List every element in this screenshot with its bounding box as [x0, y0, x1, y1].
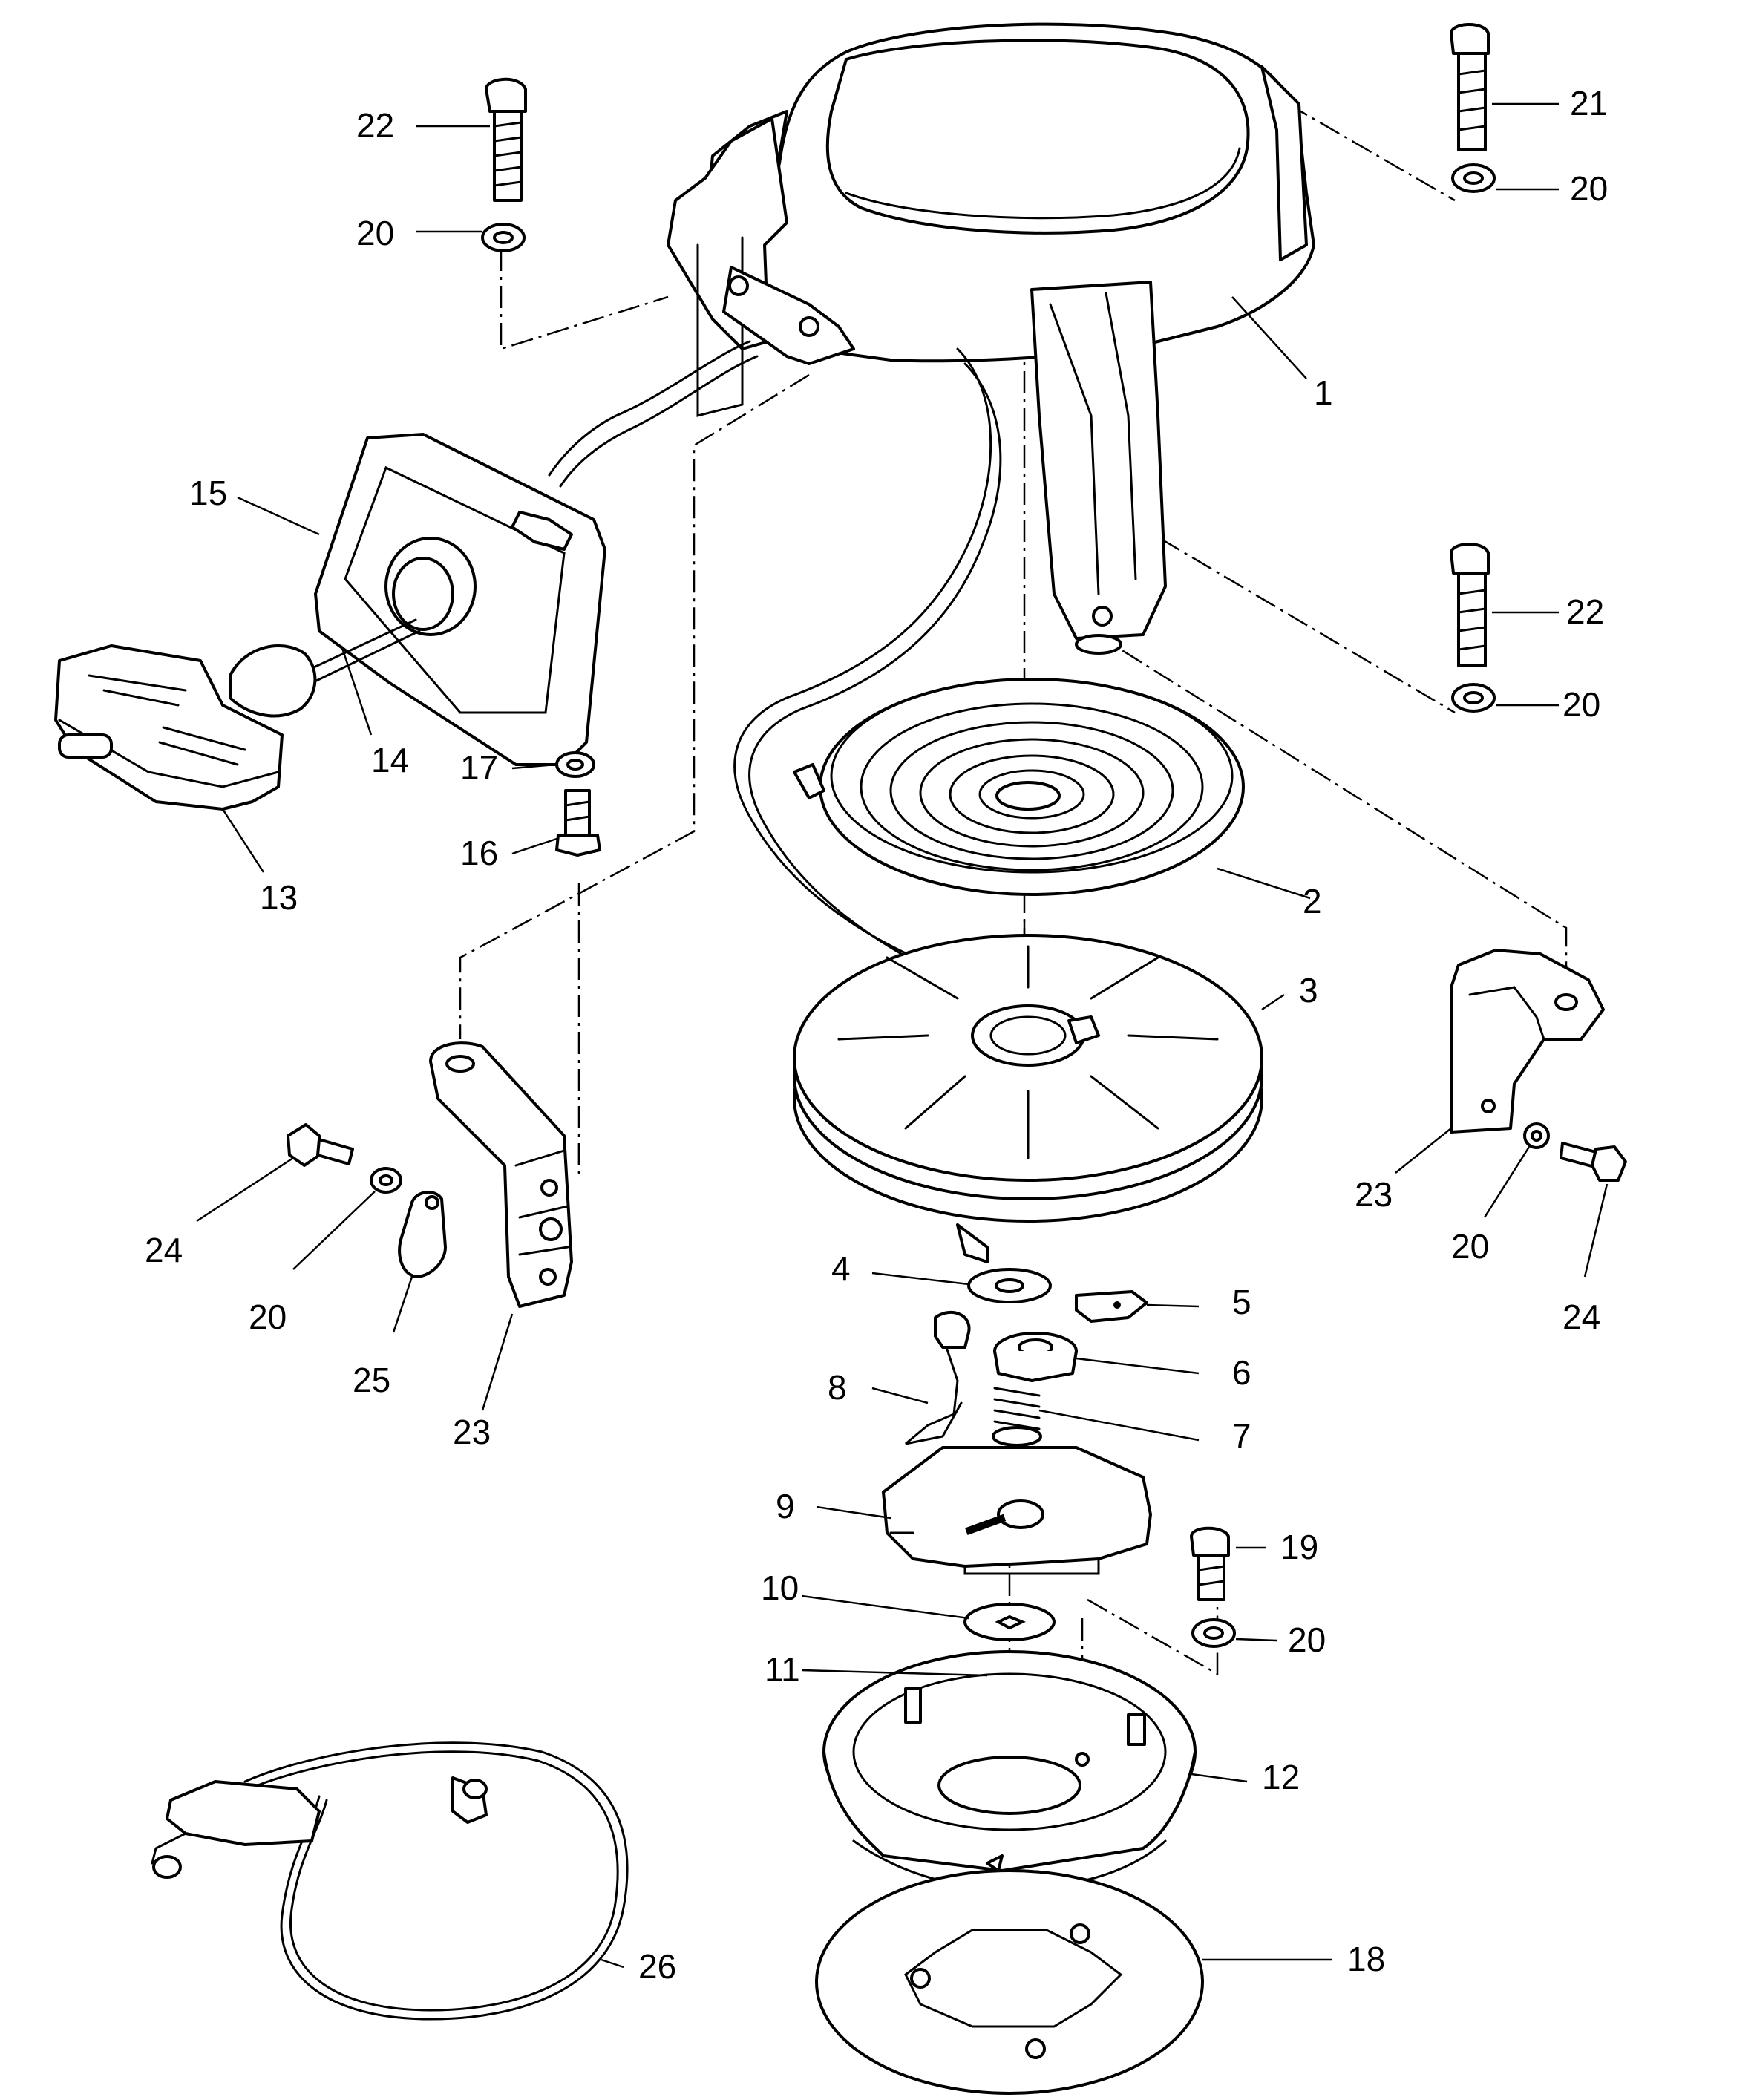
callout-24-b: 24: [1562, 1298, 1600, 1336]
callout-19: 19: [1280, 1528, 1318, 1566]
callout-15: 15: [189, 474, 227, 512]
bottom-plate: [815, 1869, 1204, 2095]
emergency-rope: [151, 1741, 629, 2021]
callout-8: 8: [828, 1368, 847, 1407]
spiral-spring: [793, 678, 1245, 896]
left-bracket-group: [287, 1041, 573, 1308]
callout-23-a: 23: [453, 1413, 491, 1451]
callout-10: 10: [761, 1569, 799, 1607]
starter-handle: [54, 618, 421, 811]
fasteners: [481, 23, 1496, 1648]
callout-4: 4: [831, 1249, 851, 1288]
callout-12: 12: [1262, 1758, 1300, 1796]
callout-17: 17: [460, 748, 498, 787]
callout-11: 11: [765, 1650, 800, 1689]
callout-3: 3: [1299, 971, 1318, 1010]
callout-14: 14: [371, 741, 409, 779]
callout-18: 18: [1347, 1940, 1385, 1978]
callout-6: 6: [1232, 1353, 1251, 1392]
callout-20-b: 20: [1570, 169, 1608, 208]
leader-lines: [196, 102, 1609, 1969]
callout-24-a: 24: [145, 1231, 183, 1269]
callout-16: 16: [460, 834, 498, 872]
starter-case: [667, 22, 1315, 655]
callout-13: 13: [260, 878, 298, 917]
reel-pulley: [793, 934, 1263, 1263]
callout-7: 7: [1232, 1416, 1251, 1455]
case-cover: [822, 1650, 1197, 1891]
callout-20-d: 20: [249, 1298, 287, 1336]
callout-22-a: 22: [356, 106, 394, 145]
callout-labels: 1 2 3 4 5 6 7 8 9 10 11 12 13 14 15 16 1…: [145, 84, 1608, 1986]
callout-25: 25: [353, 1361, 390, 1399]
callout-20-a: 20: [356, 214, 394, 252]
callout-20-e: 20: [1451, 1227, 1489, 1266]
callout-9: 9: [776, 1487, 795, 1525]
small-parts: [882, 1268, 1152, 1687]
callout-22-b: 22: [1566, 592, 1604, 631]
right-bracket-group: [1450, 949, 1627, 1182]
callout-23-b: 23: [1355, 1175, 1393, 1214]
callout-1: 1: [1314, 373, 1333, 412]
starter-rope: [548, 340, 1002, 985]
callout-20-c: 20: [1562, 685, 1600, 724]
callout-5: 5: [1232, 1283, 1251, 1321]
callout-2: 2: [1303, 882, 1322, 920]
callout-20-f: 20: [1288, 1620, 1326, 1659]
rope-guide: [314, 433, 606, 766]
callout-26: 26: [638, 1947, 676, 1986]
callout-21: 21: [1570, 84, 1608, 122]
